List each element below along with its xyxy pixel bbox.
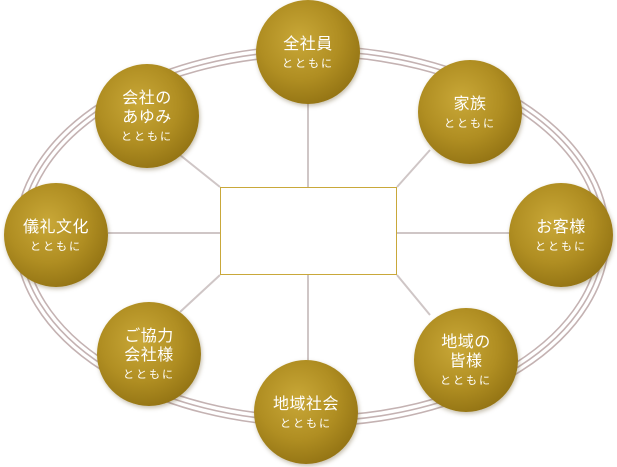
node-customers: お客様 とともに [509,183,613,287]
node-title: 儀礼文化 [22,216,89,236]
node-sub: とともに [282,56,334,70]
connector-top-left [179,154,221,188]
node-sub: とともに [280,416,332,430]
node-title: 全社員 [283,33,333,53]
node-sub: とともに [123,368,175,381]
node-sub: とともに [121,130,173,143]
node-title: ご協力 会社様 [124,326,174,364]
node-sub: とともに [440,374,492,387]
connector-bottom-left [179,274,221,313]
node-title: 地域の 皆様 [441,332,491,370]
node-all-staff: 全社員 とともに [256,0,360,104]
connector-top-right [396,149,431,188]
connectors [108,100,510,370]
node-local-society: 地域社会 とともに [254,360,358,464]
node-title: お客様 [536,216,586,236]
node-sub: とともに [444,116,496,130]
node-sub: とともに [30,239,82,253]
node-title: 地域社会 [272,393,339,413]
node-etiquette-culture: 儀礼文化 とともに [4,183,108,287]
center-box [220,187,397,275]
node-partners: ご協力 会社様 とともに [97,302,201,406]
node-company-history: 会社の あゆみ とともに [95,64,199,168]
node-local-people: 地域の 皆様 とともに [414,308,518,412]
connector-bottom-right [396,274,431,316]
node-title: 家族 [453,93,487,113]
node-title: 会社の あゆみ [122,88,172,126]
node-family: 家族 とともに [418,60,522,164]
node-sub: とともに [535,239,587,253]
